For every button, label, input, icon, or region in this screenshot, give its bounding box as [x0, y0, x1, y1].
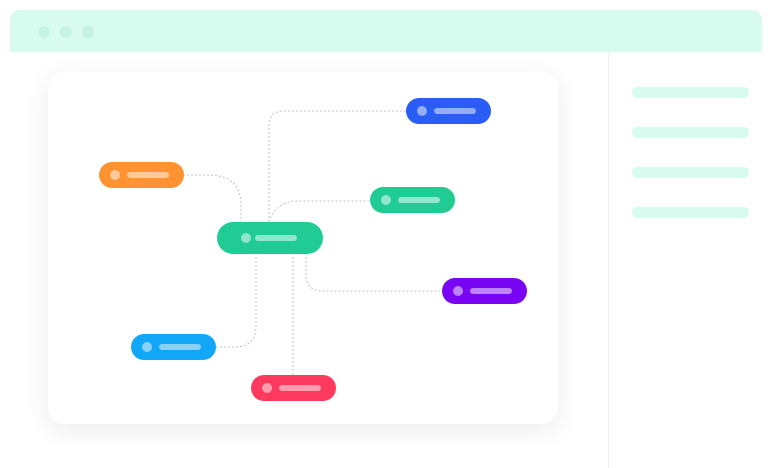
node-label-placeholder	[398, 197, 440, 203]
node-bullet-icon	[241, 233, 251, 243]
sidebar-placeholder-line	[632, 207, 749, 218]
sidebar-placeholder-line	[632, 127, 749, 138]
center-node[interactable]	[217, 222, 323, 254]
node-bullet-icon	[417, 106, 427, 116]
node-bullet-icon	[142, 342, 152, 352]
window-control-dot[interactable]	[60, 26, 72, 38]
branch-node-green[interactable]	[370, 187, 455, 213]
node-label-placeholder	[279, 385, 321, 391]
node-bullet-icon	[381, 195, 391, 205]
sidebar-divider	[608, 52, 609, 468]
node-bullet-icon	[453, 286, 463, 296]
window-control-dot[interactable]	[82, 26, 94, 38]
branch-node-purple[interactable]	[442, 278, 527, 304]
node-label-placeholder	[159, 344, 201, 350]
branch-node-orange[interactable]	[99, 162, 184, 188]
sidebar-placeholder-line	[632, 167, 749, 178]
node-label-placeholder	[434, 108, 476, 114]
node-bullet-icon	[110, 170, 120, 180]
node-label-placeholder	[470, 288, 512, 294]
node-bullet-icon	[262, 383, 272, 393]
window-titlebar	[10, 10, 762, 52]
node-label-placeholder	[255, 235, 297, 241]
branch-node-cyan[interactable]	[131, 334, 216, 360]
branch-node-red[interactable]	[251, 375, 336, 401]
branch-node-blue[interactable]	[406, 98, 491, 124]
window-control-dot[interactable]	[38, 26, 50, 38]
node-label-placeholder	[127, 172, 169, 178]
sidebar-placeholder-line	[632, 87, 749, 98]
